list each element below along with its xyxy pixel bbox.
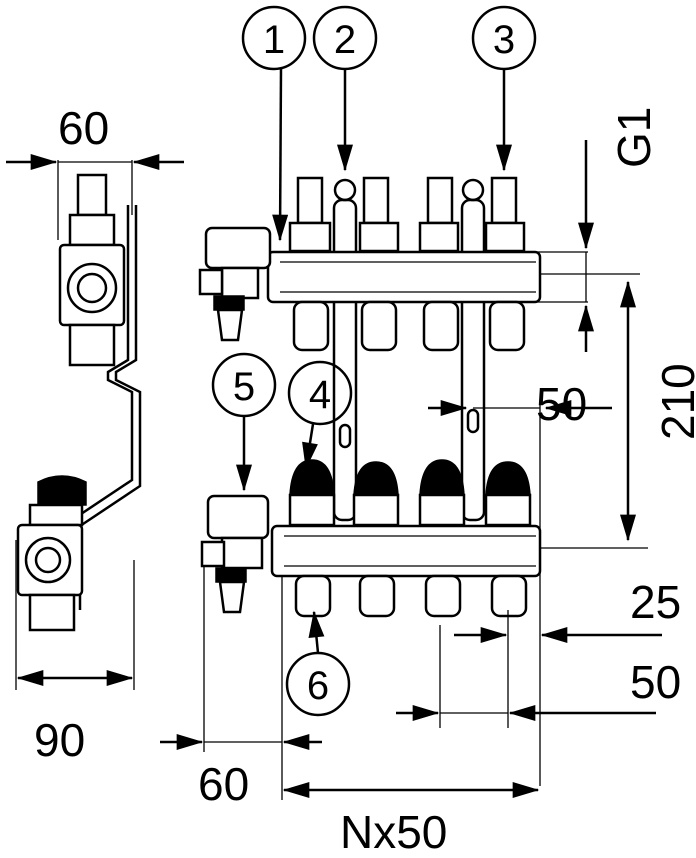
rail-spacing-label: 210 [652,363,696,440]
svg-text:5: 5 [233,365,255,409]
side-width-dimension-top: 60 [6,102,184,240]
outlet-offset-label: 25 [630,576,681,628]
outlet-pitch-label: 50 [630,656,681,708]
callout-3: 3 [471,5,537,172]
outlet-offset-dimension: 25 [454,576,681,728]
svg-text:4: 4 [309,373,331,417]
side-width-bottom-label: 90 [34,714,85,766]
thread-dimension: G1 [578,107,660,352]
callout-2: 2 [312,5,378,172]
total-width-label: Nx50 [340,806,447,858]
callout-6: 6 [285,610,351,717]
svg-text:3: 3 [493,18,515,62]
side-width-dimension-bottom: 90 [15,540,135,766]
rail-spacing-dimension: 210 [620,280,696,542]
callout-1: 1 [241,5,307,242]
outlet-pitch-dimension: 50 [396,625,681,728]
front-view [198,176,648,618]
inlet-offset-label: 60 [198,758,249,810]
side-view [16,173,142,632]
valve-offset-label: 50 [536,378,587,430]
callout-5: 5 [211,352,277,492]
valve-offset-dimension: 50 [428,378,612,786]
thread-label: G1 [608,107,660,168]
svg-text:2: 2 [334,18,356,62]
svg-text:1: 1 [263,18,285,62]
total-width-dimension: Nx50 [282,782,540,858]
svg-text:6: 6 [307,664,329,708]
side-width-top-label: 60 [58,102,109,154]
inlet-offset-dimension: 60 [160,566,322,810]
callout-4: 4 [287,360,353,470]
